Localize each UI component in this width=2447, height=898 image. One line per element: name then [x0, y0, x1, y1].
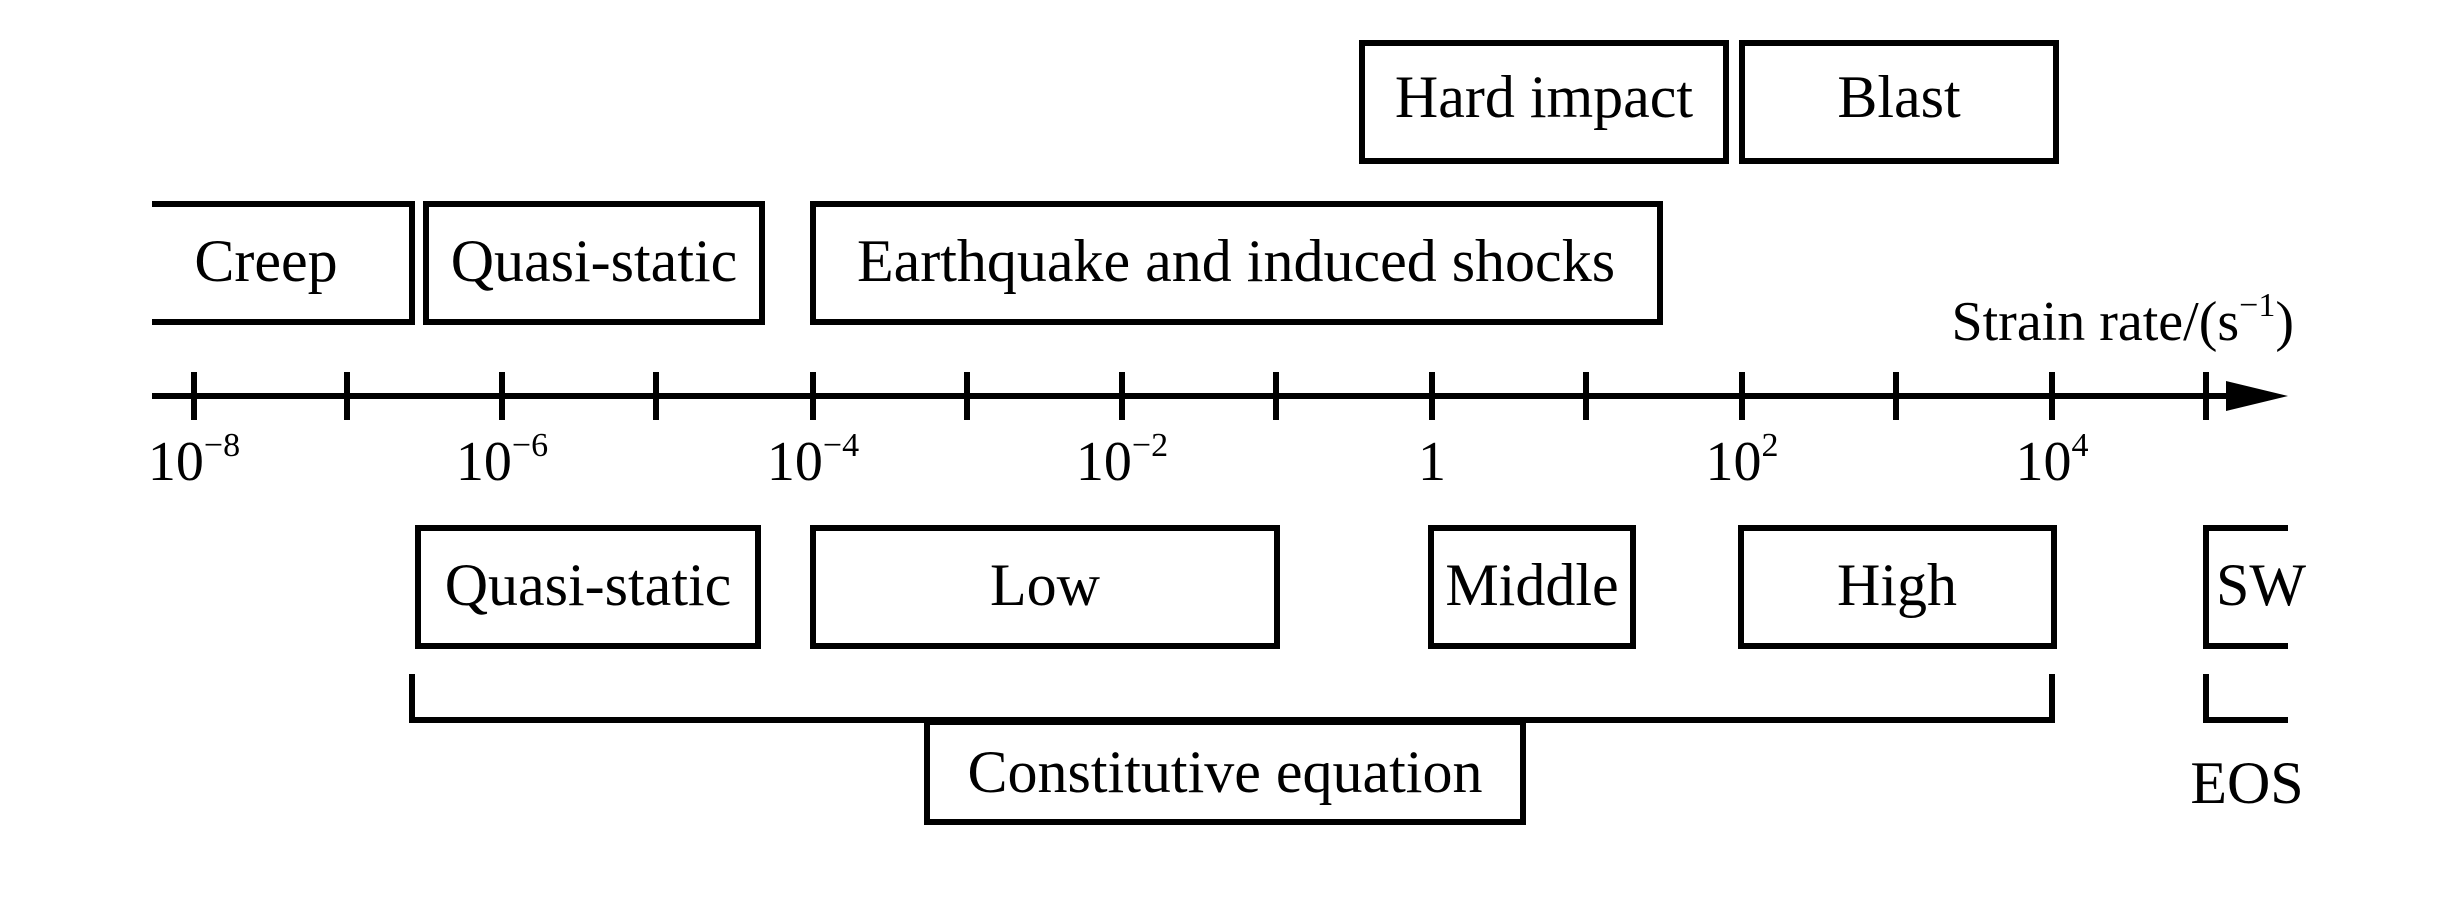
eos-bracket: EOS [2190, 674, 2304, 816]
tick-label: 104 [2016, 427, 2089, 493]
middle-box: Middle [1428, 525, 1636, 649]
earthquake-label: Earthquake and induced shocks [857, 228, 1615, 294]
low-box: Low [810, 525, 1280, 649]
middle-label: Middle [1445, 552, 1618, 618]
constitutive-bracket: Constitutive equation [409, 674, 2055, 825]
quasi-static-label-bottom: Quasi-static [445, 552, 732, 618]
blast-box: Blast [1739, 40, 2059, 164]
creep-label: Creep [194, 228, 337, 294]
hard-impact-box: Hard impact [1359, 40, 1729, 164]
tick-label: 1 [1418, 431, 1446, 493]
tick-label: 10−4 [767, 427, 859, 493]
constitutive-label: Constitutive equation [968, 739, 1483, 805]
quasi-static-box-top: Quasi-static [423, 201, 765, 325]
hard-impact-label: Hard impact [1395, 64, 1694, 130]
axis-ticks [191, 372, 2209, 420]
eos-label: EOS [2190, 750, 2303, 816]
sw-label: SW [2216, 552, 2306, 618]
high-label: High [1837, 552, 1957, 618]
blast-label: Blast [1837, 64, 1961, 130]
tick-label: 10−8 [148, 427, 240, 493]
sw-box: SW [2203, 525, 2306, 649]
axis-label: Strain rate/(s−1) [1951, 287, 2294, 353]
low-label: Low [990, 552, 1101, 618]
creep-box: Creep [152, 201, 415, 325]
high-box: High [1738, 525, 2057, 649]
earthquake-box: Earthquake and induced shocks [810, 201, 1663, 325]
axis-arrow-icon [2226, 381, 2288, 411]
tick-label: 10−2 [1076, 427, 1168, 493]
tick-label: 102 [1706, 427, 1779, 493]
quasi-static-box-bottom: Quasi-static [415, 525, 761, 649]
tick-labels: 10−8 10−6 10−4 10−2 1 102 104 [148, 427, 2089, 493]
quasi-static-label-top: Quasi-static [451, 228, 738, 294]
tick-label: 10−6 [456, 427, 548, 493]
